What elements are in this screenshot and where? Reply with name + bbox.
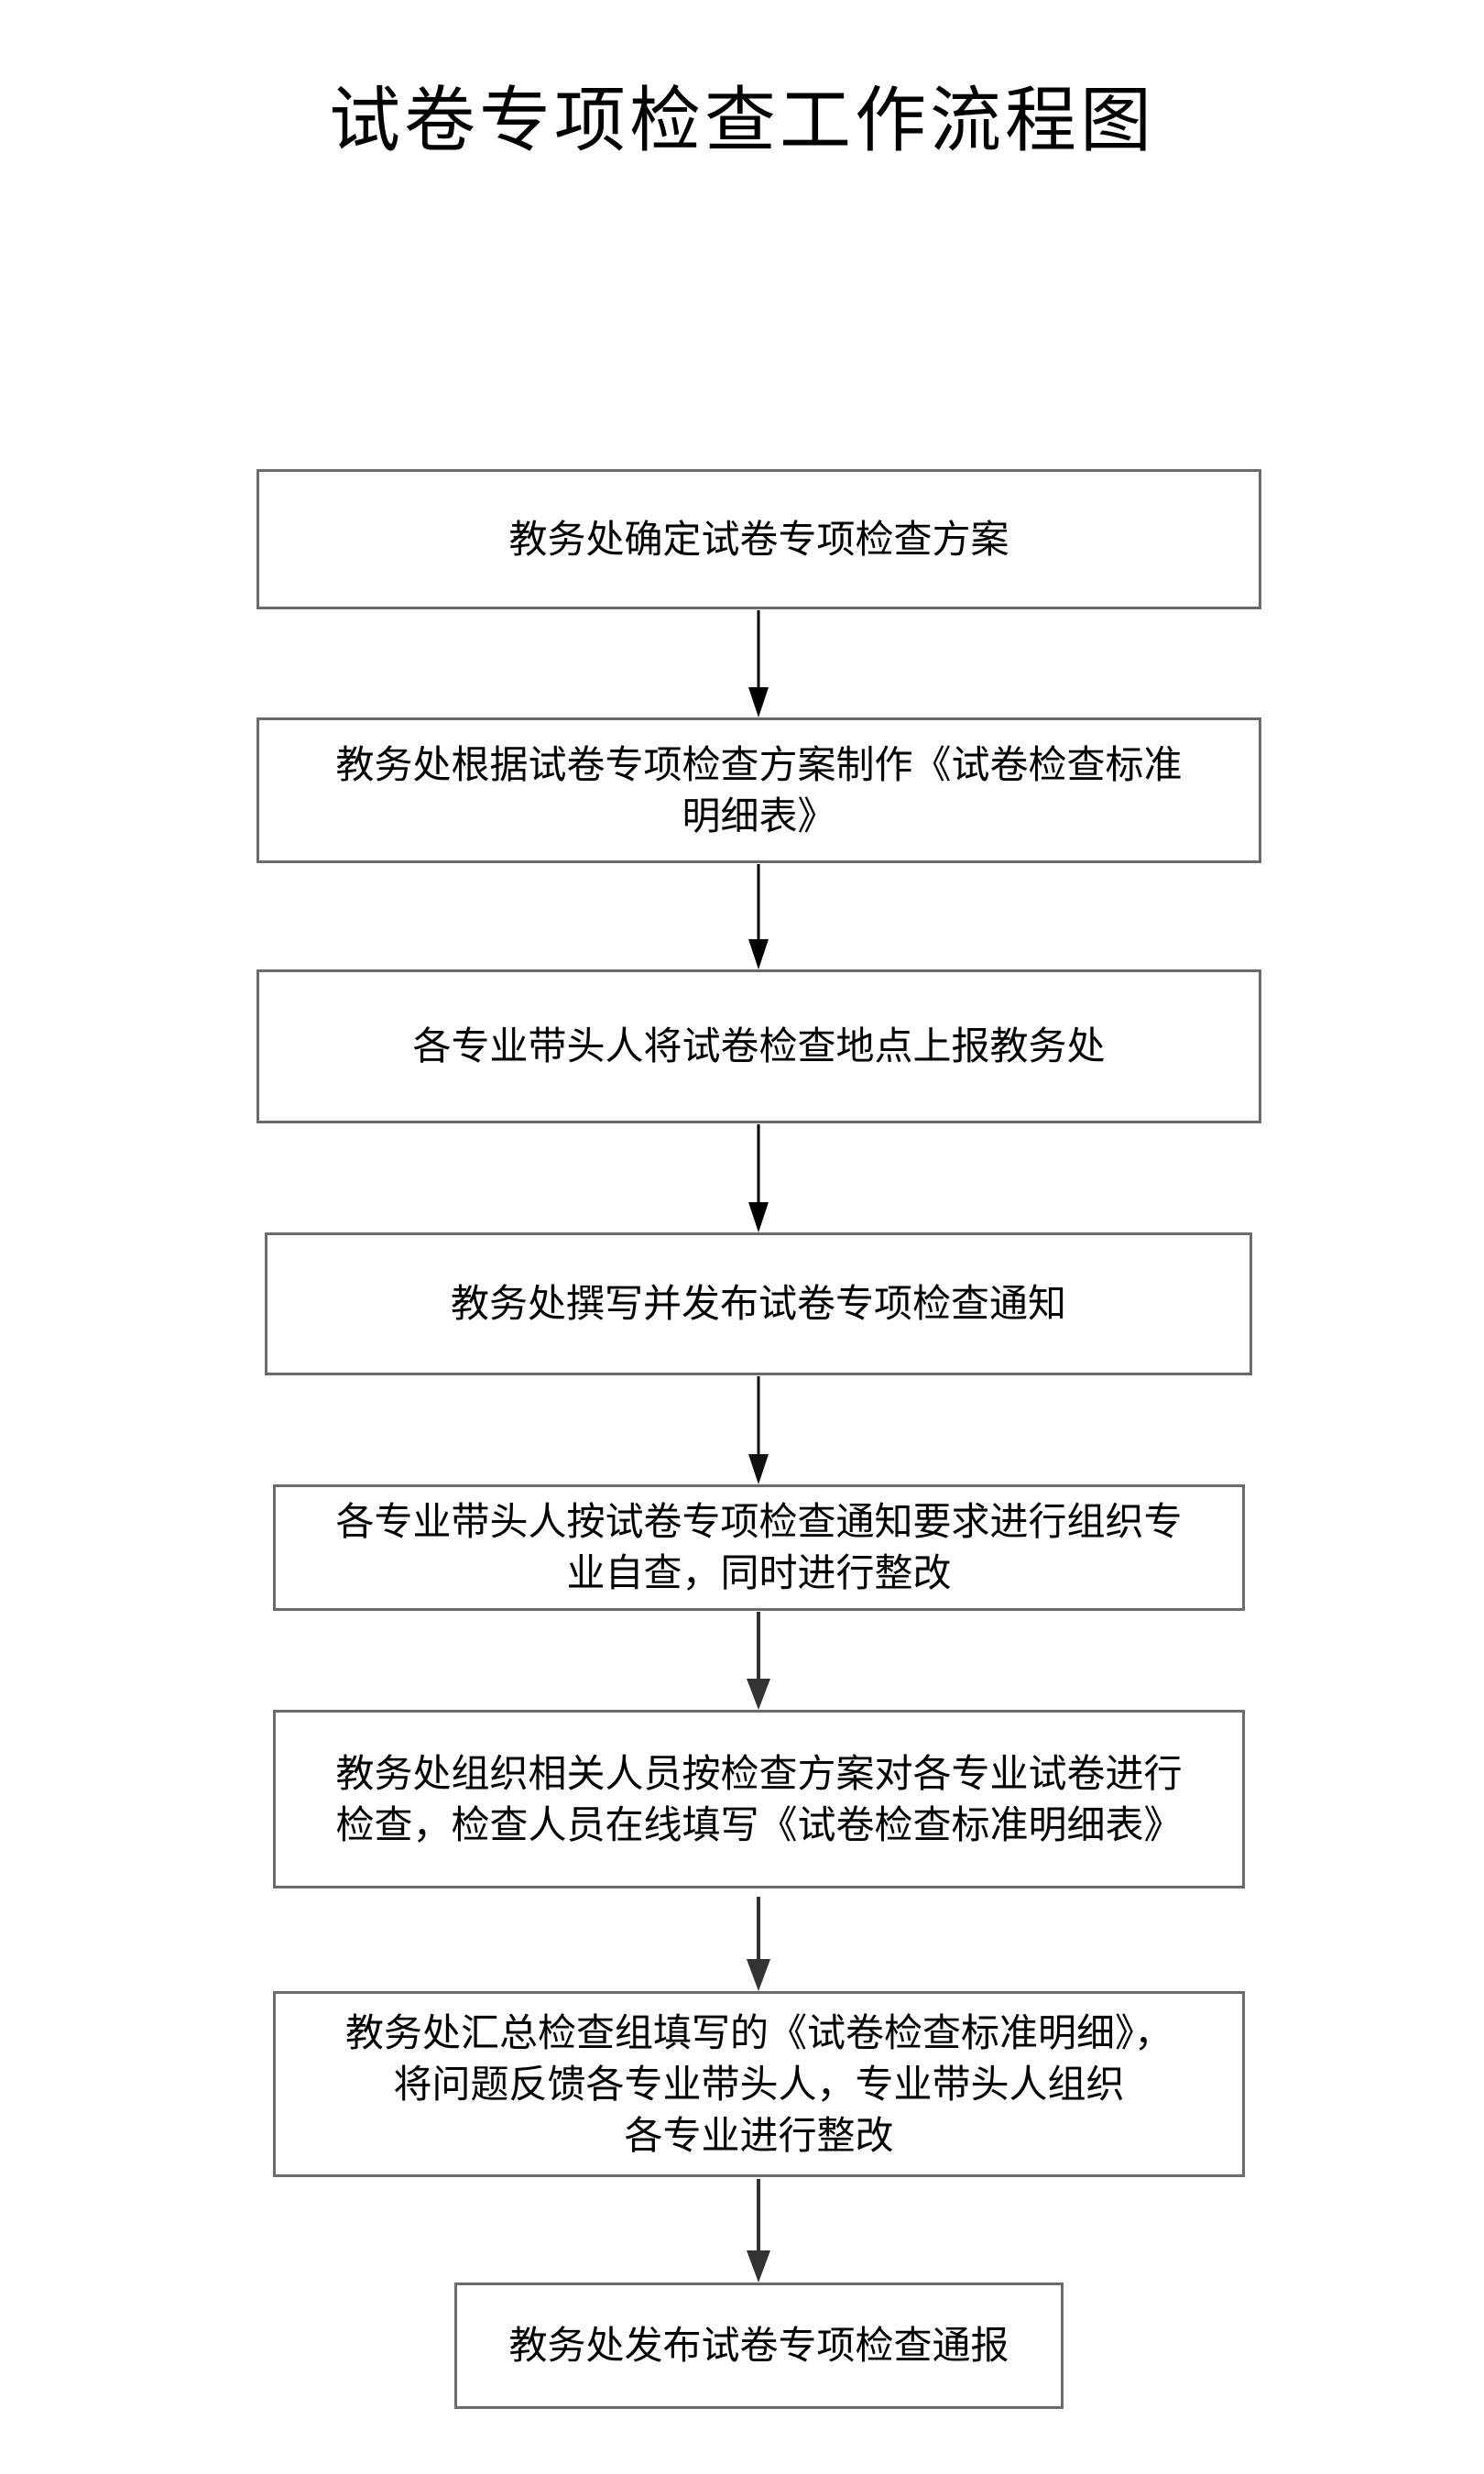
step-5-box: 各专业带头人按试卷专项检查通知要求进行组织专 业自查，同时进行整改 [273,1484,1245,1611]
step-7-box: 教务处汇总检查组填写的《试卷检查标准明细》， 将问题反馈各专业带头人，专业带头人… [273,1991,1245,2177]
arrow-5-to-6 [747,1612,770,1710]
step-4-text: 教务处撰写并发布试卷专项检查通知 [450,1281,1066,1326]
step-4-box: 教务处撰写并发布试卷专项检查通知 [265,1232,1252,1375]
step-1-text: 教务处确定试卷专项检查方案 [508,516,1009,562]
arrow-7-to-8 [747,2179,770,2282]
arrow-2-to-3 [748,864,769,969]
step-8-box: 教务处发布试卷专项检查通报 [454,2282,1064,2409]
arrow-1-to-2 [748,610,769,717]
step-8-text: 教务处发布试卷专项检查通报 [508,2323,1009,2368]
step-2-text: 教务处根据试卷专项检查方案制作《试卷检查标准 明细表》 [335,741,1183,838]
step-7-text: 教务处汇总检查组填写的《试卷检查标准明细》， 将问题反馈各专业带头人，专业带头人… [344,2009,1173,2158]
step-5-text: 各专业带头人按试卷专项检查通知要求进行组织专 业自查，同时进行整改 [335,1499,1183,1595]
step-6-box: 教务处组织相关人员按检查方案对各专业试卷进行 检查，检查人员在线填写《试卷检查标… [273,1710,1245,1888]
step-2-box: 教务处根据试卷专项检查方案制作《试卷检查标准 明细表》 [256,717,1261,863]
arrow-3-to-4 [748,1124,769,1232]
arrow-6-to-7 [747,1897,770,1991]
flowchart-title: 试卷专项检查工作流程图 [328,80,1155,162]
step-3-text: 各专业带头人将试卷检查地点上报教务处 [412,1024,1106,1068]
arrow-4-to-5 [748,1376,769,1484]
step-3-box: 各专业带头人将试卷检查地点上报教务处 [256,969,1261,1123]
step-6-text: 教务处组织相关人员按检查方案对各专业试卷进行 检查，检查人员在线填写《试卷检查标… [335,1750,1183,1847]
step-1-box: 教务处确定试卷专项检查方案 [256,469,1261,609]
